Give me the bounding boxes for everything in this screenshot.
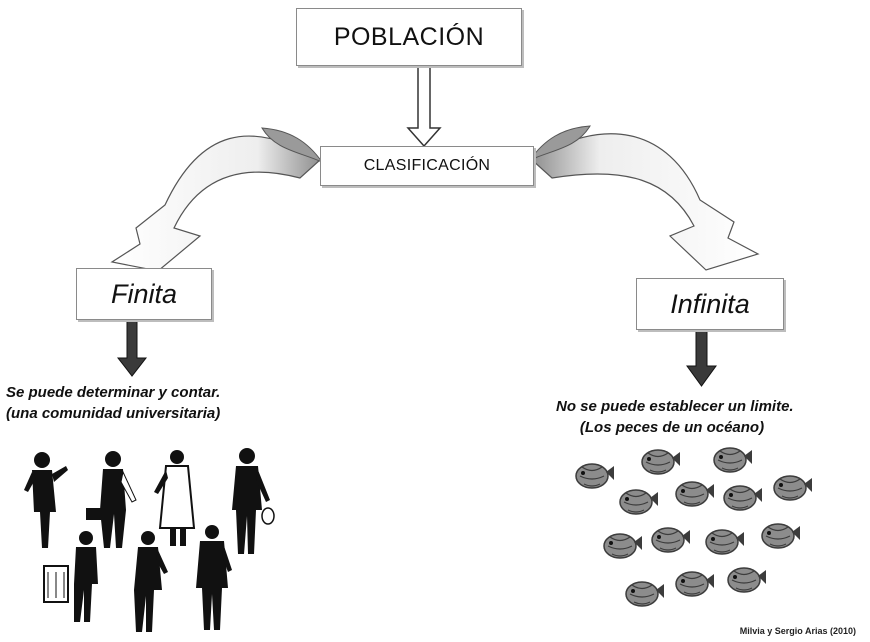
fish-icon	[575, 463, 614, 489]
fish-icon	[705, 529, 744, 555]
people-silhouettes	[24, 448, 275, 632]
fish-icon	[675, 571, 714, 597]
down-arrow-hollow	[406, 65, 442, 148]
down-arrow-finite	[116, 319, 148, 377]
person-silhouette	[24, 452, 68, 548]
finite-box: Finita	[76, 268, 212, 320]
person-silhouette	[232, 448, 275, 554]
fish-icon	[675, 481, 714, 507]
fish-icon	[651, 527, 690, 553]
fish-icon	[619, 489, 658, 515]
infinite-label: Infinita	[670, 288, 750, 319]
down-arrow-infinite	[686, 329, 717, 387]
fish-icon	[625, 581, 664, 607]
fish-school	[575, 447, 812, 607]
left-curved-arrow	[110, 127, 324, 272]
person-silhouette	[154, 450, 196, 546]
person-silhouette	[196, 525, 232, 630]
fish-icon	[773, 475, 812, 501]
infinite-description: No se puede establecer un limite. (Los p…	[556, 396, 794, 438]
population-title: POBLACIÓN	[333, 22, 485, 51]
finite-description-line2: (una comunidad universitaria)	[6, 405, 221, 422]
infinite-box: Infinita	[636, 278, 784, 330]
fish-icon	[713, 447, 752, 473]
infinite-description-line1: No se puede establecer un limite.	[556, 398, 794, 415]
finite-label: Finita	[110, 278, 178, 309]
classification-label: CLASIFICACIÓN	[363, 157, 491, 174]
fish-icon	[761, 523, 800, 549]
classification-box: CLASIFICACIÓN	[320, 146, 534, 186]
person-silhouette	[86, 451, 137, 548]
fish-icon	[603, 533, 642, 559]
infinite-description-line2: (Los peces de un océano)	[579, 419, 765, 436]
person-silhouette	[134, 531, 168, 632]
population-title-box: POBLACIÓN	[296, 8, 522, 66]
author-credit: Milvia y Sergio Arias (2010)	[739, 626, 856, 636]
person-silhouette	[43, 531, 98, 622]
fish-icon	[727, 567, 766, 593]
fish-icon	[641, 449, 680, 475]
finite-description-line1: Se puede determinar y contar.	[6, 384, 221, 401]
fish-icon	[723, 485, 762, 511]
right-curved-arrow	[528, 125, 760, 271]
finite-description: Se puede determinar y contar. (una comun…	[6, 382, 220, 424]
